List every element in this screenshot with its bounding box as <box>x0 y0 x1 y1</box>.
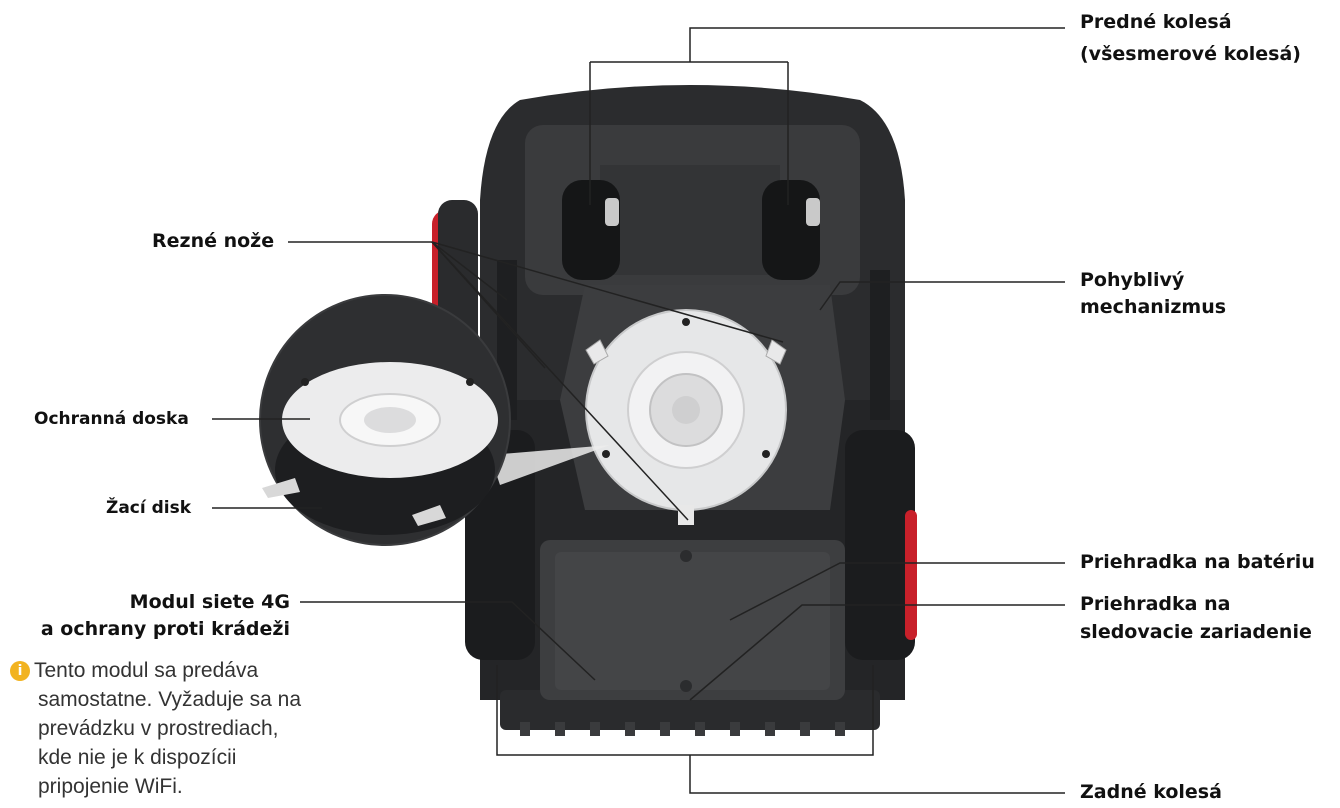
label-4g-module-2: a ochrany proti krádeži <box>40 618 290 640</box>
label-tracker: Priehradka na <box>1080 593 1231 615</box>
note-line-4: kde nie je k dispozícii <box>38 746 237 769</box>
label-moving-mechanism-2: mechanizmus <box>1080 296 1227 318</box>
label-front-wheels: Predné kolesá <box>1080 11 1232 33</box>
label-moving-mechanism: Pohyblivý <box>1080 269 1185 291</box>
label-tracker-2: sledovacie zariadenie <box>1080 621 1312 643</box>
leader-lines <box>212 27 1065 794</box>
label-front-wheels-sub: (všesmerové kolesá) <box>1080 43 1301 65</box>
label-battery: Priehradka na batériu <box>1080 551 1315 573</box>
zoom-inset <box>259 294 511 546</box>
label-blades: Rezné nože <box>152 230 275 252</box>
label-guard-plate: Ochranná doska <box>34 409 189 429</box>
note-line-5: pripojenie WiFi. <box>38 775 183 798</box>
label-cutting-disc: Žací disk <box>106 498 192 518</box>
cutting-disc <box>585 309 787 525</box>
note-line-2: samostatne. Vyžaduje sa na <box>38 688 302 711</box>
label-rear-wheels: Zadné kolesá <box>1080 781 1222 803</box>
label-4g-module: Modul siete 4G <box>129 591 290 613</box>
zoom-connector <box>490 445 610 485</box>
note-line-3: prevádzku v prostrediach, <box>38 717 279 740</box>
note-line-1: Tento modul sa predáva <box>34 659 259 682</box>
info-icon: i <box>10 661 30 681</box>
